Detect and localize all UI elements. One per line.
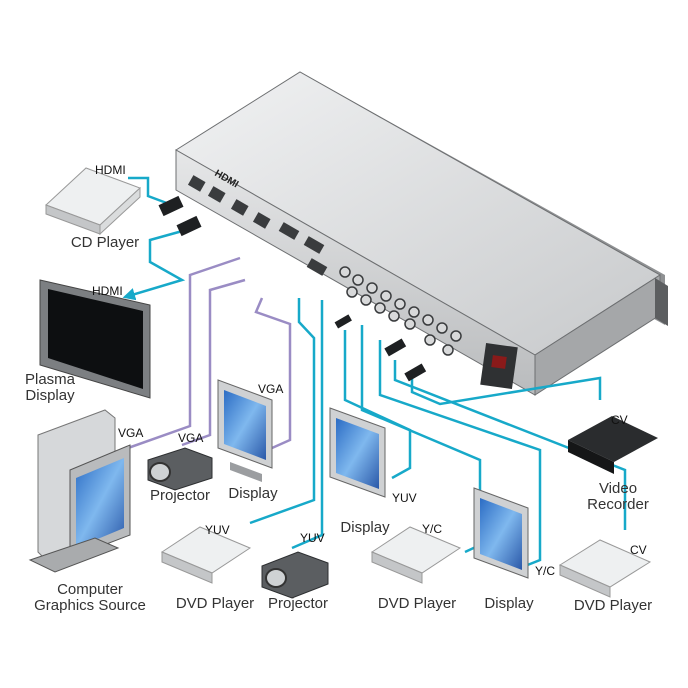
yuv-dvd-signal-label: YUV: [205, 523, 230, 537]
vga-projector-cable: [181, 278, 246, 447]
display-yc-label: Display: [484, 595, 534, 612]
switcher-unit: HDMI: [175, 71, 668, 396]
vga-source-signal-label: VGA: [118, 426, 144, 440]
display-vga-device: [217, 379, 273, 482]
projector-yuv-label: Projector: [267, 595, 329, 612]
cd-player-device: [45, 167, 141, 236]
dvd-player-yc-device: [370, 526, 462, 584]
yc-display-cable: [378, 340, 542, 568]
computer-device: [28, 409, 131, 573]
video-recorder-device: [568, 416, 658, 474]
dvd-player-yc-label: DVD Player: [377, 595, 457, 612]
dvd-player-cv-device: [558, 539, 652, 598]
vga-display-cable: [254, 297, 292, 450]
display-yuv-device: [329, 407, 386, 498]
yc-dvd-signal-label: Y/C: [422, 522, 443, 536]
yuv-projector-signal-label: YUV: [300, 531, 325, 545]
cv-recorder-cable: [410, 376, 602, 406]
vga-projector-signal-label: VGA: [178, 431, 204, 445]
display-vga-label: Display: [228, 485, 278, 502]
cv-dvd-signal-label: CV: [630, 543, 647, 557]
projector-yuv-device: [261, 551, 329, 599]
hdmi-out-signal-label: HDMI: [92, 284, 123, 298]
vga-source-cable: [113, 256, 241, 455]
dvd-player-yuv-label: DVD Player: [175, 595, 255, 612]
hdmi-out-cable: [122, 228, 187, 301]
cv-recorder-signal-label: CV: [611, 413, 628, 427]
hdmi-in-cable: [128, 176, 173, 207]
projector-vga-label: Projector: [149, 487, 211, 504]
cable-connectors: [158, 195, 427, 382]
yuv-projector-cable: [291, 300, 324, 550]
yuv-dvd-cable: [249, 298, 316, 525]
plasma-display-device: [39, 279, 151, 399]
dvd-player-yuv-device: [160, 526, 252, 584]
yc-display-signal-label: Y/C: [535, 564, 556, 578]
cv-dvd-cable: [393, 360, 627, 530]
display-yc-device: [473, 487, 529, 579]
hdmi-in-signal-label: HDMI: [95, 163, 126, 177]
yuv-display-signal-label: YUV: [392, 491, 417, 505]
cd-player-label: CD Player: [70, 234, 140, 251]
display-yuv-label: Display: [340, 519, 390, 536]
projector-vga-device: [147, 447, 213, 491]
vga-display-signal-label: VGA: [258, 382, 284, 396]
dvd-player-cv-label: DVD Player: [573, 597, 653, 614]
cables-purple: [113, 256, 292, 455]
